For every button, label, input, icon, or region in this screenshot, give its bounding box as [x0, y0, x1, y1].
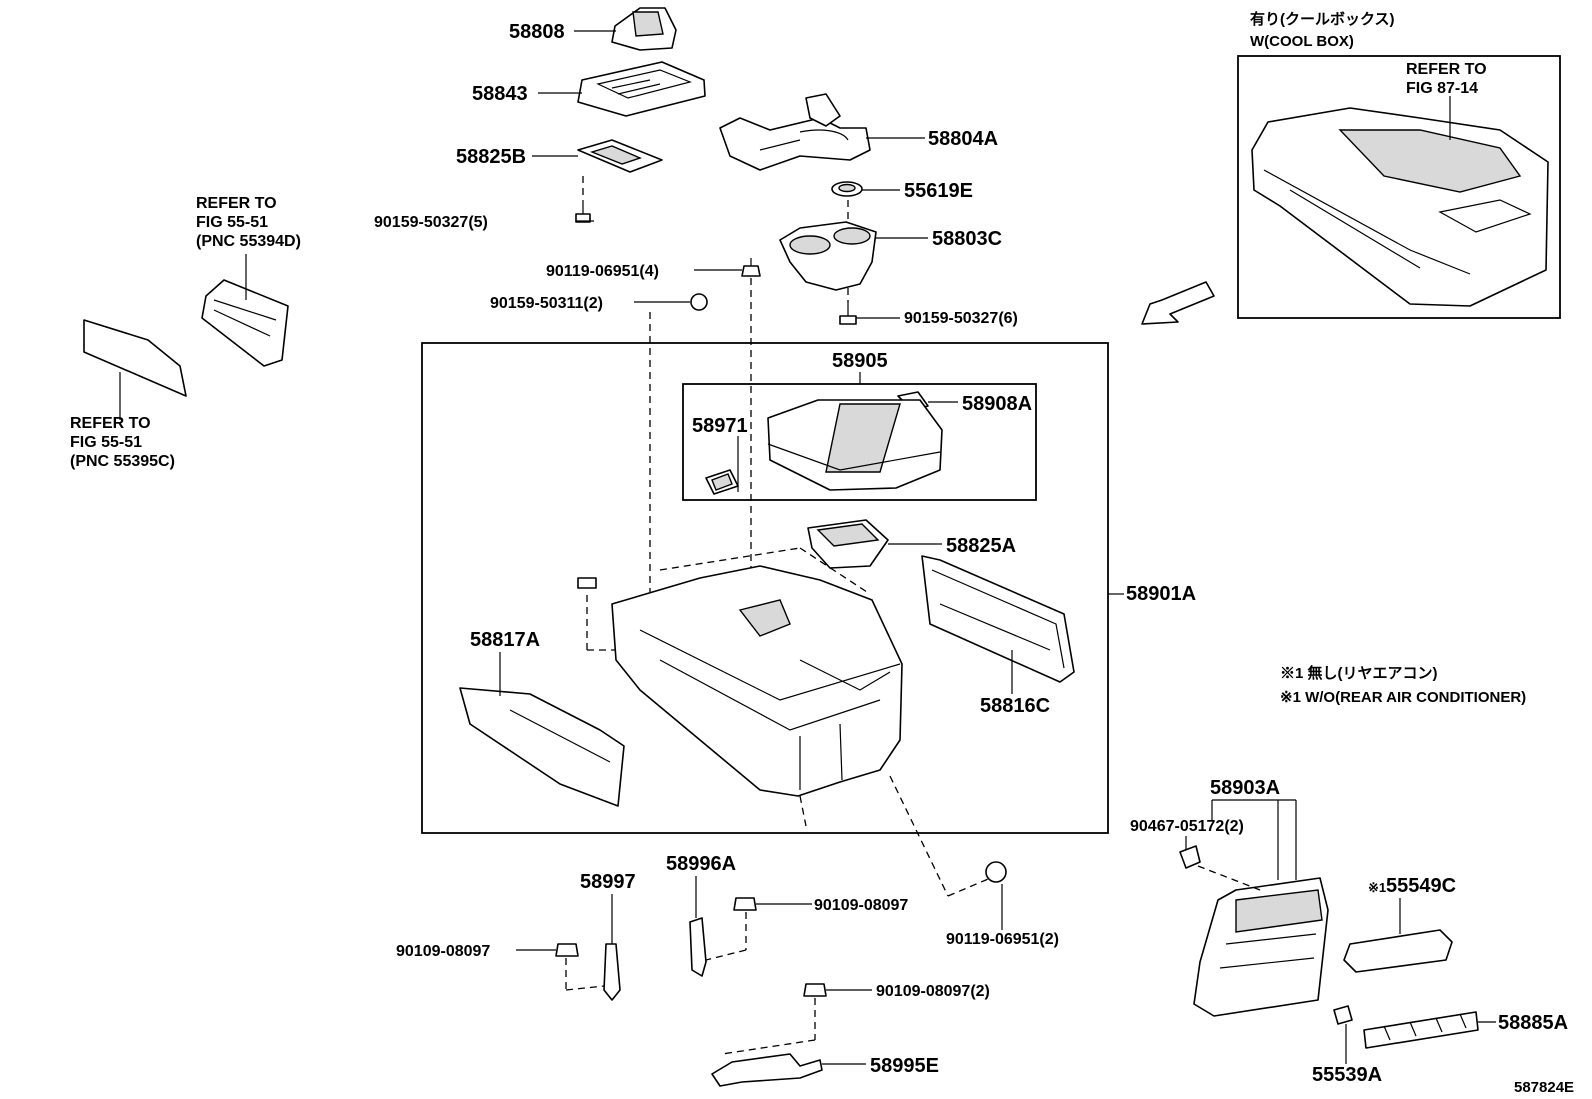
label-90159-50311-2: 90159-50311(2): [490, 295, 603, 312]
console-assembly-box: [421, 342, 1109, 834]
label-90159-50327-6: 90159-50327(6): [904, 310, 1018, 327]
label-58804A: 58804A: [928, 128, 998, 150]
ref-cool-box-line1: REFER TO: [1406, 61, 1487, 78]
bolt-90109-08097-2: [803, 983, 827, 997]
cool-box-console-illustration: [1251, 107, 1549, 307]
part-shift-bezel: [577, 61, 706, 117]
part-side-panel-58817A: [459, 687, 625, 807]
label-58996A: 58996A: [666, 853, 736, 875]
label-58808: 58808: [509, 21, 565, 43]
label-58971: 58971: [692, 415, 748, 437]
part-bracket-58995E: [711, 1053, 823, 1087]
ref-left-upper-line1: REFER TO: [196, 195, 277, 212]
direction-arrow: [1141, 281, 1215, 325]
ref-left-upper-line3: (PNC 55394D): [196, 233, 301, 250]
clip-90467-05172-2: [1179, 845, 1201, 869]
label-58903A: 58903A: [1210, 777, 1280, 799]
part-console-body: [611, 565, 903, 797]
part-rear-panel-58903A: [1193, 877, 1329, 1017]
label-90109-08097-2: 90109-08097(2): [876, 983, 990, 1000]
part-left-lower-panel: [83, 319, 187, 397]
screw-console-left: [577, 577, 597, 589]
part-button-55539A: [1333, 1005, 1353, 1025]
label-58885A: 58885A: [1498, 1012, 1568, 1034]
part-tray-58825B: [577, 139, 663, 173]
label-58997: 58997: [580, 871, 636, 893]
label-58901A: 58901A: [1126, 583, 1196, 605]
label-90119-06951-4: 90119-06951(4): [546, 263, 659, 280]
label-58995E: 58995E: [870, 1055, 939, 1077]
cool-box-title-en: W(COOL BOX): [1250, 33, 1354, 50]
part-bracket-58996A: [689, 917, 707, 977]
label-58803C: 58803C: [932, 228, 1002, 250]
part-cup-ring-55619E: [831, 181, 863, 197]
footnote-jp: ※1 無し(リヤエアコン): [1280, 664, 1438, 682]
screw-90159-50311-2: [690, 293, 708, 311]
part-upper-panel-58804A: [719, 93, 871, 171]
part-switch-58885A: [1363, 1011, 1479, 1049]
label-58825A: 58825A: [946, 535, 1016, 557]
label-90109-08097-left: 90109-08097: [396, 943, 490, 960]
ref-left-lower-line1: REFER TO: [70, 415, 151, 432]
label-55539A: 55539A: [1312, 1064, 1382, 1086]
ref-cool-box-line2: FIG 87-14: [1406, 80, 1478, 97]
label-58816C: 58816C: [980, 695, 1050, 717]
ref-left-lower-line3: (PNC 55395C): [70, 453, 175, 470]
part-shift-boot: [611, 7, 677, 51]
label-58817A: 58817A: [470, 629, 540, 651]
part-cup-holder-58803C: [779, 221, 877, 291]
screw-90159-50327-5: [575, 200, 591, 223]
label-55619E: 55619E: [904, 180, 973, 202]
part-tray-58825A: [807, 519, 889, 569]
ref-left-lower-line2: FIG 55-51: [70, 434, 142, 451]
screw-90159-50327-6: [839, 302, 857, 325]
cool-box-title-jp: 有り(クールボックス): [1250, 10, 1395, 28]
diagram-id: 587824E: [1514, 1079, 1574, 1096]
footnote-en: ※1 W/O(REAR AIR CONDITIONER): [1280, 689, 1526, 706]
part-latch-58971: [705, 469, 739, 495]
bolt-90109-08097-mid: [733, 897, 757, 911]
part-bracket-58997: [603, 943, 621, 1001]
ref-left-upper-line2: FIG 55-51: [196, 214, 268, 231]
label-90119-06951-2: 90119-06951(2): [946, 931, 1059, 948]
note-mark-55549C: ※1: [1368, 880, 1386, 895]
label-58908A: 58908A: [962, 393, 1032, 415]
part-console-lid: [767, 399, 943, 491]
part-left-upper-panel: [201, 279, 289, 367]
part-side-panel-58816C: [921, 555, 1075, 683]
bolt-90119-06951-4: [741, 258, 761, 277]
part-cover-55549C: [1343, 929, 1453, 973]
label-58825B: 58825B: [456, 146, 526, 168]
label-90467-05172-2: 90467-05172(2): [1130, 818, 1244, 835]
label-90109-08097-mid: 90109-08097: [814, 897, 908, 914]
cool-box-inset-box: [1237, 55, 1561, 319]
label-90159-50327-5: 90159-50327(5): [374, 214, 488, 231]
label-58905: 58905: [832, 350, 888, 372]
bolt-90109-08097-left: [555, 943, 579, 957]
label-58843: 58843: [472, 83, 528, 105]
bolt-90119-06951-2: [985, 861, 1007, 883]
label-55549C: 55549C: [1386, 875, 1456, 897]
